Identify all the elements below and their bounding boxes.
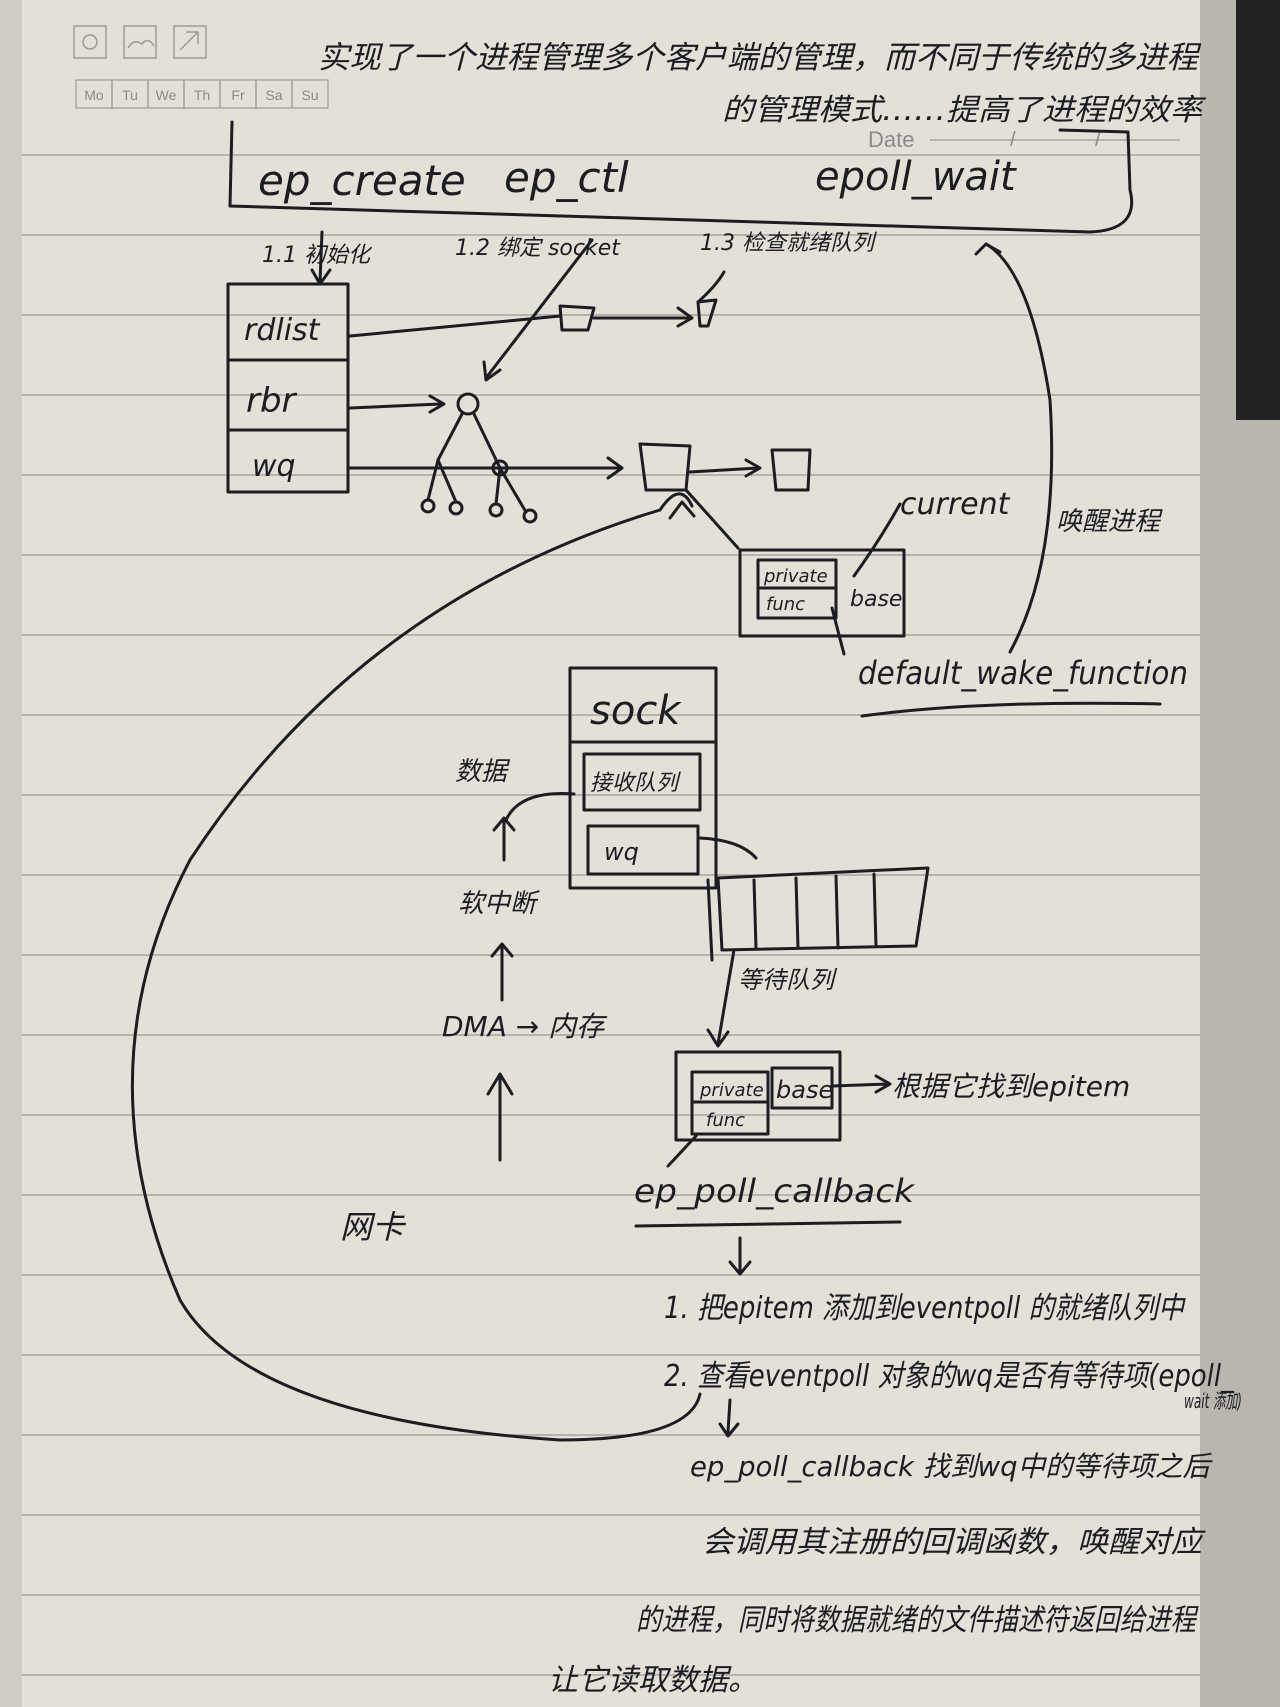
eventpoll-box: rdlist rbr wq (226, 282, 350, 494)
softirq-arrow (490, 942, 514, 1002)
note-2b: wait 添加) (1184, 1389, 1242, 1413)
softirq-label: 软中断 (458, 889, 540, 919)
header-icons (73, 25, 207, 59)
wake-fn-arrow (830, 606, 846, 656)
sock-wait-queue (706, 866, 930, 962)
binding-edge (0, 0, 22, 1707)
arrow-init (318, 230, 324, 284)
wait-func: func (766, 594, 805, 615)
cloud-icon (123, 25, 157, 59)
network-up-arrow (486, 1072, 514, 1162)
rdlist-arrow (348, 314, 562, 338)
callback-down-arrow (728, 1236, 752, 1276)
note-1: 1. 把epitem 添加到eventpoll 的就绪队列中 (664, 1291, 1187, 1326)
wake-process-note: 唤醒进程 (1056, 507, 1163, 537)
weekday-sa: Sa (265, 87, 282, 103)
ep-func: func (706, 1110, 745, 1131)
weekday-tu: Tu (122, 87, 138, 103)
note-5: 的进程，同时将数据就绪的文件描述符返回给进程 (636, 1603, 1199, 1638)
rbr-arrow (348, 402, 442, 410)
note-6: 让它读取数据。 (548, 1663, 758, 1698)
data-arrow (504, 792, 576, 822)
pen-shadow (1236, 0, 1280, 420)
wait-queue-arrow (706, 948, 736, 1048)
wait-base: base (850, 587, 902, 612)
sock-wq-arrow (698, 836, 758, 860)
date-label: Date (868, 127, 914, 152)
weekday-row: Mo Tu We Th Fr Sa Su (75, 79, 329, 109)
weekday-cell (291, 79, 329, 109)
note-2: 2. 查看eventpoll 对象的wq是否有等待项(epoll_ (664, 1359, 1235, 1394)
rdlist-field: rdlist (244, 313, 321, 348)
step-1-1: 1.1 初始化 (262, 243, 373, 268)
ep-private: private (699, 1080, 764, 1101)
current-arrow (852, 502, 902, 578)
note-3: ep_poll_callback 找到wq中的等待项之后 (690, 1450, 1213, 1483)
weekday-we: We (156, 87, 177, 103)
ep-base: base (776, 1076, 833, 1104)
ready-node-1 (558, 304, 596, 332)
ready-node-2 (696, 298, 718, 328)
ctl-socket-arrow (484, 238, 594, 380)
ep-create-label: ep_create (258, 156, 466, 205)
step-1-3: 1.3 检查就绪队列 (700, 231, 877, 256)
wait-queue-label: 等待队列 (738, 966, 838, 994)
wake-process-arrow (984, 242, 1054, 654)
note-4: 会调用其注册的回调函数，唤醒对应 (702, 1525, 1206, 1560)
weekday-th: Th (194, 87, 210, 103)
wake-fn-underline (860, 701, 1162, 718)
check-ready-arrow (696, 270, 726, 304)
base-arrow (830, 1074, 892, 1094)
wq-field: wq (252, 449, 296, 484)
network-card-label: 网卡 (340, 1208, 407, 1246)
callback-arrow (666, 1134, 698, 1168)
wait-entry-box: private func base (738, 548, 906, 638)
weekday-mo: Mo (84, 87, 104, 103)
ep-poll-callback: ep_poll_callback (634, 1172, 916, 1210)
recv-queue-field: 接收队列 (590, 771, 681, 796)
wait-entry-arrow (684, 488, 740, 550)
note-arrow (718, 1398, 740, 1438)
paper (0, 0, 1235, 1707)
weekday-su: Su (301, 87, 318, 103)
data-label: 数据 (455, 757, 511, 787)
title-line-2: 的管理模式……提高了进程的效率 (722, 93, 1206, 128)
title-line-1: 实现了一个进程管理多个客户端的管理，而不同于传统的多进程 (318, 40, 1202, 76)
api-bracket (228, 120, 1133, 234)
sock-wq-field: wq (604, 838, 639, 866)
wait-private: private (763, 566, 828, 587)
svg-text:/: / (1095, 129, 1101, 151)
current-label: current (900, 487, 1011, 522)
weekday-fr: Fr (231, 87, 245, 103)
sun-icon (73, 25, 107, 59)
dma-label: DMA → 内存 (442, 1010, 608, 1043)
svg-text:/: / (1010, 129, 1016, 151)
sock-box: sock 接收队列 wq (568, 666, 718, 890)
base-note: 根据它找到epitem (892, 1070, 1130, 1103)
ep-ctl-label: ep_ctl (504, 153, 629, 202)
epoll-wait-label: epoll_wait (815, 154, 1017, 200)
wq-node-2 (770, 448, 812, 492)
default-wake-function: default_wake_function (858, 654, 1188, 692)
rbr-field: rbr (246, 381, 298, 421)
callback-underline (634, 1220, 902, 1228)
rain-icon (173, 25, 207, 59)
step-1-2: 1.2 绑定 socket (455, 236, 621, 261)
ep-entry-box: private func base (674, 1050, 842, 1142)
rbtree-root (456, 392, 480, 416)
network-loop-arrow (130, 492, 702, 1442)
sock-title: sock (590, 688, 682, 734)
